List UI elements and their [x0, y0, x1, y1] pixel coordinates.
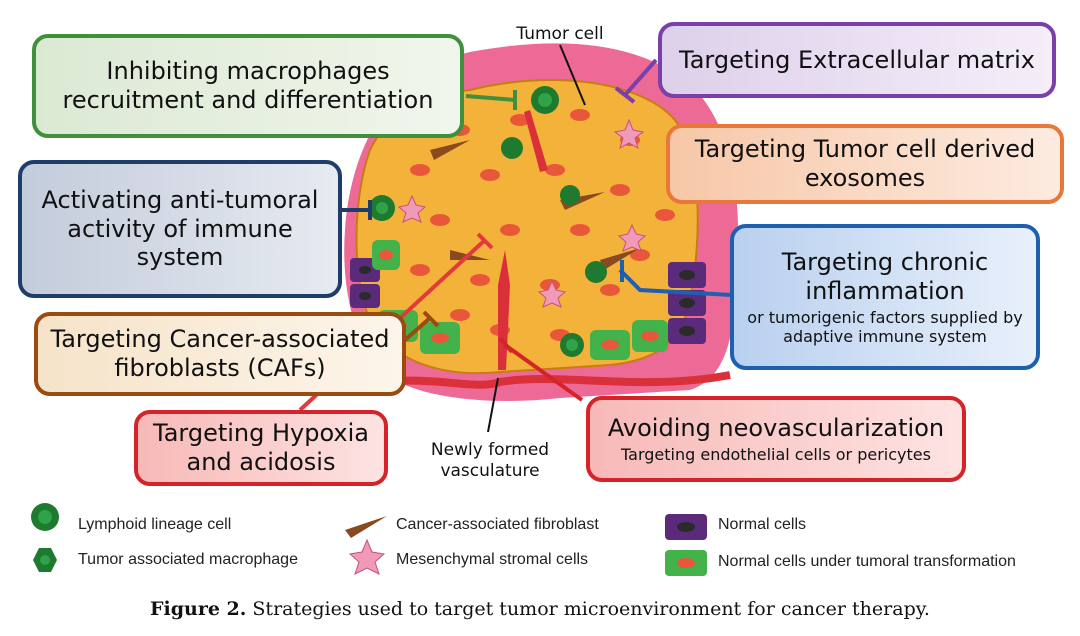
vessel-bottom — [358, 371, 731, 392]
box-chronic-inflammation-text: Targeting chronic inflammation — [781, 248, 989, 305]
tumor-cell-label: Tumor cell — [516, 24, 604, 44]
box-immune-activation-text: Activating anti-tumoral activity of immu… — [41, 185, 319, 272]
legend-fibroblast-label: Cancer-associated fibroblast — [396, 516, 599, 533]
normal-cells-left — [350, 258, 380, 308]
lymphoid-cells — [369, 86, 607, 357]
box-macrophage-inhibition: Inhibiting macrophages recruitment and d… — [32, 34, 464, 138]
box-chronic-inflammation-subtext: or tumorigenic factors supplied by adapt… — [747, 307, 1023, 346]
box-cafs-text: Targeting Cancer-associated fibroblasts … — [50, 325, 390, 382]
figure-caption-label: Figure 2. — [150, 598, 247, 620]
box-exosomes: Targeting Tumor cell derived exosomes — [666, 124, 1064, 204]
legend-lymphoid-label: Lymphoid lineage cell — [78, 516, 232, 533]
legend-fibroblast-icon — [345, 516, 387, 538]
box-immune-activation: Activating anti-tumoral activity of immu… — [18, 160, 342, 298]
box-neovascularization-text: Avoiding neovascularization — [607, 414, 945, 442]
legend-transforming-icon — [665, 550, 707, 576]
figure-caption: Figure 2. Strategies used to target tumo… — [0, 598, 1080, 620]
box-neovascularization-subtext: Targeting endothelial cells or pericytes — [621, 444, 931, 464]
legend-msc-label: Mesenchymal stromal cells — [396, 551, 589, 568]
legend-macrophage-icon — [33, 548, 57, 572]
stromal-cells — [397, 118, 647, 308]
box-extracellular-matrix-text: Targeting Extracellular matrix — [679, 45, 1035, 74]
box-extracellular-matrix: Targeting Extracellular matrix — [658, 22, 1056, 98]
box-exosomes-text: Targeting Tumor cell derived exosomes — [694, 135, 1036, 192]
legend-normal-icon — [665, 514, 707, 540]
box-neovascularization: Avoiding neovascularization Targeting en… — [586, 396, 966, 482]
legend-normal-label: Normal cells — [718, 516, 807, 533]
legend-lymphoid-icon — [31, 503, 59, 531]
legend-macrophage-label: Tumor associated macrophage — [78, 551, 298, 568]
legend-msc-icon — [348, 538, 386, 575]
box-chronic-inflammation: Targeting chronic inflammation or tumori… — [730, 224, 1040, 370]
newly-formed-vasculature-label: Newly formed vasculature — [430, 440, 550, 482]
box-macrophage-inhibition-text: Inhibiting macrophages recruitment and d… — [62, 57, 434, 114]
legend-transforming-label: Normal cells under tumoral transformatio… — [718, 553, 1016, 570]
box-hypoxia: Targeting Hypoxia and acidosis — [134, 410, 388, 486]
box-cafs: Targeting Cancer-associated fibroblasts … — [34, 312, 406, 396]
vessel-top — [524, 110, 548, 172]
figure-caption-text: Strategies used to target tumor microenv… — [246, 598, 930, 620]
box-hypoxia-text: Targeting Hypoxia and acidosis — [153, 419, 369, 476]
normal-cells-right — [668, 262, 706, 344]
